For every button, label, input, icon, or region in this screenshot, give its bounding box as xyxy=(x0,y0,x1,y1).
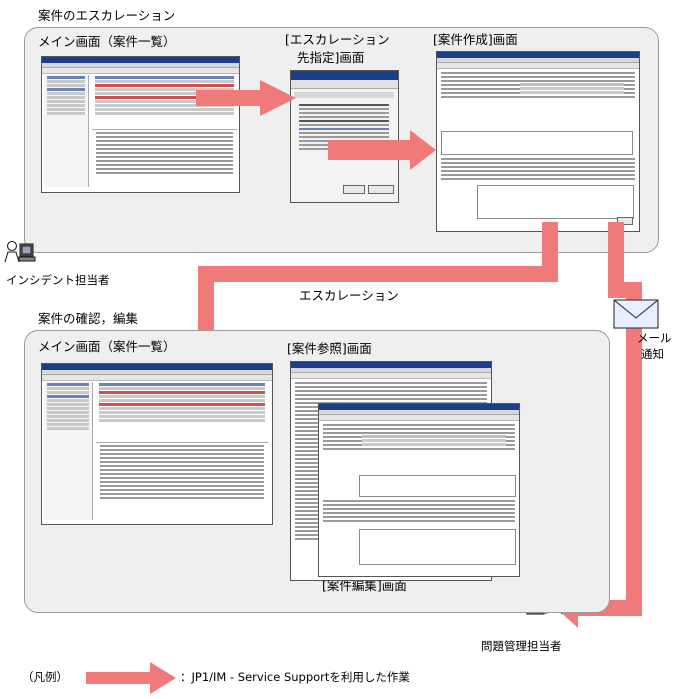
main-screen-thumbnail-bottom xyxy=(41,363,273,525)
case-edit-screen xyxy=(318,403,520,577)
escalation-dest-dialog xyxy=(290,70,399,203)
case-create-label: [案件作成]画面 xyxy=(433,32,518,47)
mail-icon xyxy=(613,299,659,329)
arrow-main-to-dialog xyxy=(196,80,296,116)
main-screen-label-top: メイン画面（案件一覧） xyxy=(38,34,176,49)
main-screen-label-bottom: メイン画面（案件一覧） xyxy=(38,339,176,354)
legend-arrow xyxy=(86,662,176,694)
section-title-escalation: 案件のエスカレーション xyxy=(38,8,176,23)
mail-label-line2: 通知 xyxy=(641,347,664,361)
legend-text: ：JP1/IM - Service Supportを利用した作業 xyxy=(180,670,410,684)
main-screen-thumbnail-top xyxy=(41,56,240,193)
escalation-dest-label-line2: 先指定]画面 xyxy=(297,50,365,65)
problem-manager-label: 問題管理担当者 xyxy=(481,639,562,653)
case-reference-label: [案件参照]画面 xyxy=(287,341,372,356)
escalation-dest-label-line1: [エスカレーション xyxy=(285,32,390,47)
escalation-flow-label: エスカレーション xyxy=(299,288,399,303)
case-create-screen xyxy=(436,51,640,232)
incident-manager-icon xyxy=(4,240,36,263)
arrow-mail-notification xyxy=(556,222,642,628)
legend-prefix: （凡例） xyxy=(22,670,68,684)
arrow-dialog-to-create xyxy=(328,130,436,170)
mail-label-line1: メール xyxy=(637,331,672,345)
incident-manager-label: インシデント担当者 xyxy=(6,273,110,287)
section-title-confirm-edit: 案件の確認，編集 xyxy=(38,311,139,326)
case-edit-label: [案件編集]画面 xyxy=(322,578,407,593)
